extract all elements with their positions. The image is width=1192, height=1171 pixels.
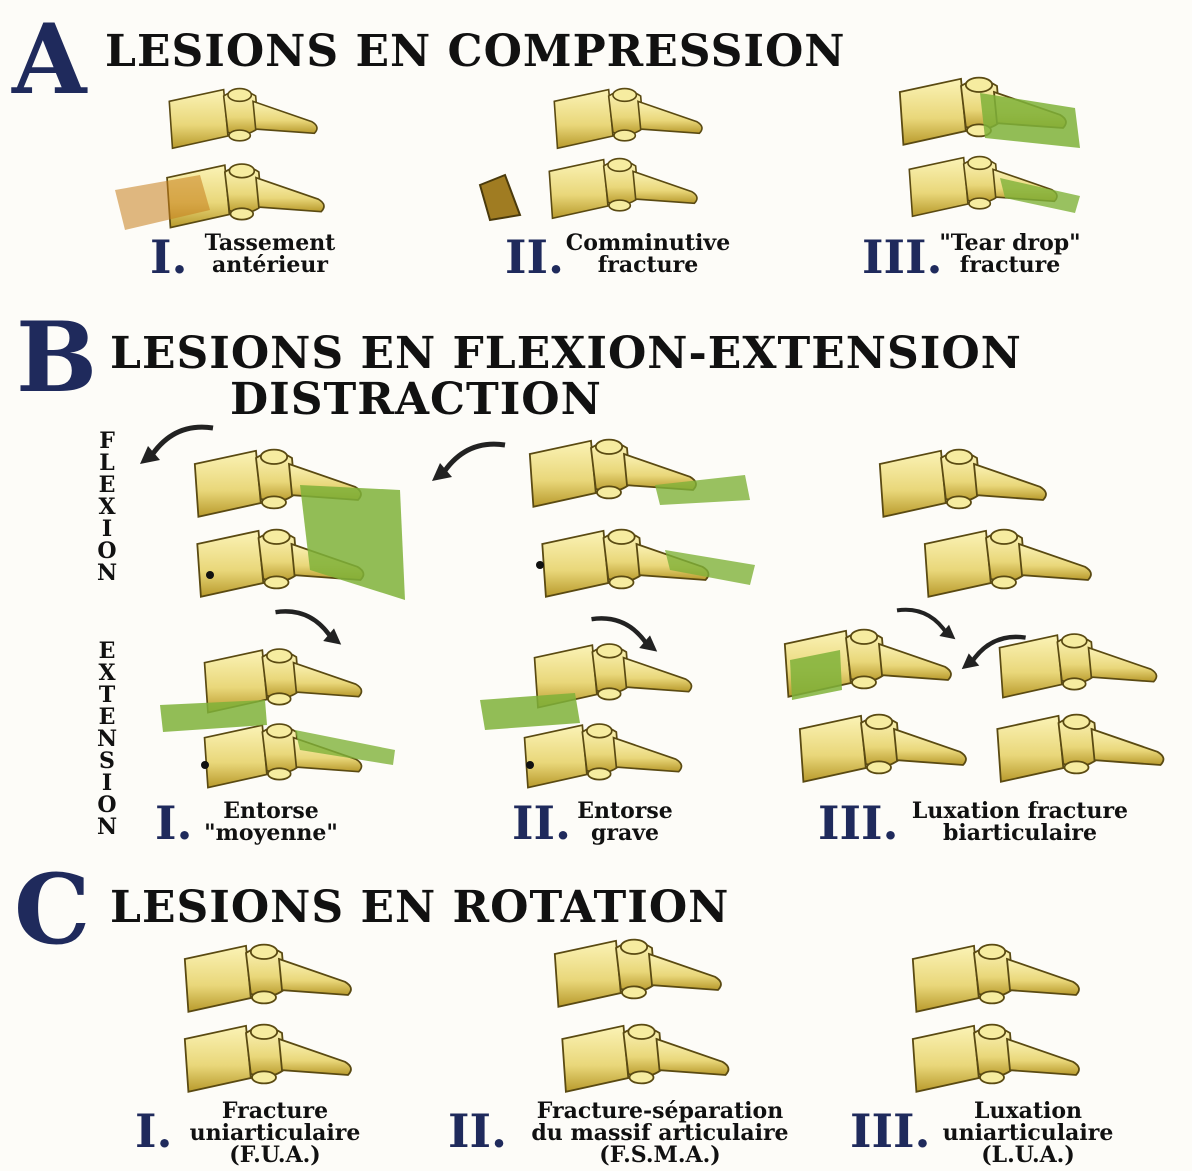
section-b-item2-line1: Entorse xyxy=(570,800,680,822)
section-c-item3-line2: uniarticulaire xyxy=(928,1122,1128,1144)
section-b-item1-label: Entorse "moyenne" xyxy=(196,800,346,844)
section-c-item1-label: Fracture uniarticulaire (F.U.A.) xyxy=(180,1100,370,1166)
illustration-extension-mild xyxy=(155,640,415,800)
section-c-item2-line2: du massif articulaire xyxy=(510,1122,810,1144)
illustration-flexion-dislocation xyxy=(830,440,1150,610)
illustration-comminutive-fracture xyxy=(475,80,775,230)
section-c-item3-line1: Luxation xyxy=(928,1100,1128,1122)
illustration-anterior-compression xyxy=(100,80,390,240)
row-label-flexion: FLEXION xyxy=(94,430,120,584)
section-b-item1-numeral: I. xyxy=(155,800,193,846)
section-c-item2-numeral: II. xyxy=(448,1108,507,1154)
illustration-tear-drop-fracture xyxy=(870,68,1100,228)
section-c-item2-line3: (F.S.M.A.) xyxy=(510,1144,810,1166)
illustration-extension-fracture-dislocation-right xyxy=(985,625,1185,795)
illustration-flexion-severe xyxy=(475,430,765,610)
section-a-item2-line1: Comminutive xyxy=(558,232,738,254)
section-c-item1-line2: uniarticulaire xyxy=(180,1122,370,1144)
section-a-item3-numeral: III. xyxy=(862,234,943,280)
section-a-letter: A xyxy=(12,12,86,108)
section-c-item1-line1: Fracture xyxy=(180,1100,370,1122)
section-c-item2-label: Fracture-séparation du massif articulair… xyxy=(510,1100,810,1166)
row-label-extension: EXTENSION xyxy=(94,640,120,838)
section-b-title-line2: DISTRACTION xyxy=(230,378,602,422)
section-b-item3-line1: Luxation fracture xyxy=(900,800,1140,822)
section-a-item2-line2: fracture xyxy=(558,254,738,276)
section-b-item3-label: Luxation fracture biarticulaire xyxy=(900,800,1140,844)
section-b-item2-label: Entorse grave xyxy=(570,800,680,844)
illustration-flexion-mild xyxy=(150,440,410,610)
section-b-letter: B xyxy=(16,310,97,406)
section-a-item1-line1: Tassement xyxy=(200,232,340,254)
section-b-item3-line2: biarticulaire xyxy=(900,822,1140,844)
section-c-letter: C xyxy=(14,862,90,958)
section-c-item3-line3: (L.U.A.) xyxy=(928,1144,1128,1166)
section-a-item3-label: "Tear drop" fracture xyxy=(935,232,1085,276)
section-b-item2-numeral: II. xyxy=(512,800,571,846)
section-a-item3-line1: "Tear drop" xyxy=(935,232,1085,254)
section-c-item2-line1: Fracture-séparation xyxy=(510,1100,810,1122)
section-b-item1-line2: "moyenne" xyxy=(196,822,346,844)
section-b-item3-numeral: III. xyxy=(818,800,899,846)
section-a-item3-line2: fracture xyxy=(935,254,1085,276)
section-c-title: LESIONS EN ROTATION xyxy=(110,886,729,930)
section-a-title: LESIONS EN COMPRESSION xyxy=(105,30,846,74)
section-c-item1-line3: (F.U.A.) xyxy=(180,1144,370,1166)
illustration-articular-mass-separation xyxy=(495,930,795,1105)
illustration-extension-fracture-dislocation-left xyxy=(780,620,980,795)
section-b-item1-line1: Entorse xyxy=(196,800,346,822)
section-c-item1-numeral: I. xyxy=(135,1108,173,1154)
section-b-item2-line2: grave xyxy=(570,822,680,844)
section-c-item3-label: Luxation uniarticulaire (L.U.A.) xyxy=(928,1100,1128,1166)
section-a-item1-line2: antérieur xyxy=(200,254,340,276)
illustration-uniarticular-dislocation xyxy=(858,935,1138,1105)
section-a-item2-label: Comminutive fracture xyxy=(558,232,738,276)
illustration-extension-severe xyxy=(475,635,735,800)
section-a-item1-label: Tassement antérieur xyxy=(200,232,340,276)
section-a-item1-numeral: I. xyxy=(150,234,188,280)
section-b-title-line1: LESIONS EN FLEXION-EXTENSION xyxy=(110,332,1022,376)
section-a-item2-numeral: II. xyxy=(505,234,564,280)
section-c-item3-numeral: III. xyxy=(850,1108,931,1154)
illustration-uniarticular-fracture xyxy=(130,935,410,1105)
